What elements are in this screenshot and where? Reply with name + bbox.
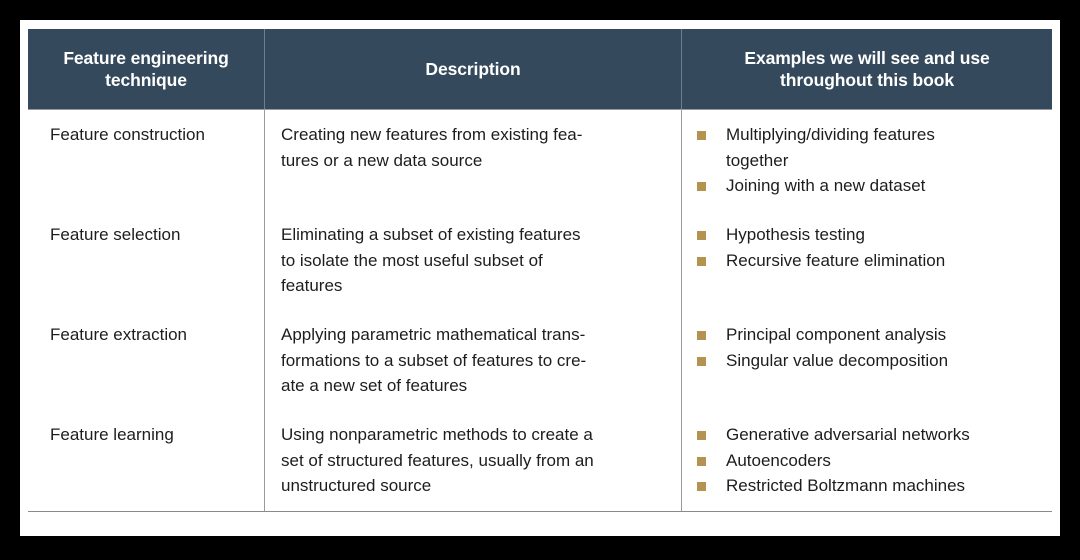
cell-technique: Feature selection bbox=[28, 210, 264, 310]
column-header-examples-line-2: throughout this book bbox=[780, 70, 954, 90]
column-header-description-line-1: Description bbox=[425, 59, 521, 79]
bullet-square-icon bbox=[697, 331, 706, 340]
list-item: Autoencoders bbox=[693, 448, 1044, 474]
table-card: Feature engineering technique Descriptio… bbox=[20, 20, 1060, 536]
cell-description: Applying parametric mathematical trans- … bbox=[264, 310, 681, 410]
cell-description: Creating new features from existing fea-… bbox=[264, 110, 681, 210]
example-text: Restricted Boltzmann machines bbox=[726, 476, 966, 495]
column-header-examples-line-1: Examples we will see and use bbox=[744, 48, 990, 68]
technique-label: Feature construction bbox=[50, 125, 205, 144]
example-text-wrap: together bbox=[726, 150, 789, 170]
examples-list: Hypothesis testing Recursive feature eli… bbox=[693, 222, 1044, 273]
cell-technique: Feature extraction bbox=[28, 310, 264, 410]
cell-examples: Generative adversarial networks Autoenco… bbox=[681, 410, 1052, 511]
cell-examples: Principal component analysis Singular va… bbox=[681, 310, 1052, 410]
cell-description: Using nonparametric methods to create a … bbox=[264, 410, 681, 511]
column-header-technique: Feature engineering technique bbox=[28, 29, 264, 109]
column-header-technique-line-2: technique bbox=[105, 70, 187, 90]
column-header-description: Description bbox=[264, 29, 681, 109]
description-line: tures or a new data source bbox=[281, 150, 483, 170]
column-divider-1 bbox=[264, 110, 265, 511]
description-line: features bbox=[281, 276, 343, 295]
technique-label: Feature selection bbox=[50, 225, 181, 244]
description-line: unstructured source bbox=[281, 476, 432, 495]
example-text: Generative adversarial networks bbox=[726, 425, 970, 444]
column-divider-2 bbox=[681, 110, 682, 511]
technique-label: Feature learning bbox=[50, 425, 174, 444]
table-row: Feature extraction Applying parametric m… bbox=[28, 310, 1052, 410]
list-item: Restricted Boltzmann machines bbox=[693, 473, 1044, 499]
bullet-square-icon bbox=[697, 131, 706, 140]
example-text: Joining with a new dataset bbox=[726, 176, 926, 195]
bullet-square-icon bbox=[697, 356, 706, 366]
description-line: Creating new features from existing fea- bbox=[281, 125, 583, 144]
cell-examples: Hypothesis testing Recursive feature eli… bbox=[681, 210, 1052, 310]
cell-examples: Multiplying/dividing features together J… bbox=[681, 110, 1052, 210]
example-text: Multiplying/dividing features bbox=[726, 125, 935, 144]
description-line: set of structured features, usually from… bbox=[281, 450, 594, 470]
description-line: Eliminating a subset of existing feature… bbox=[281, 225, 581, 244]
bullet-square-icon bbox=[697, 256, 706, 266]
description-line: formations to a subset of features to cr… bbox=[281, 350, 587, 370]
bullet-square-icon bbox=[697, 431, 706, 440]
table-row: Feature selection Eliminating a subset o… bbox=[28, 210, 1052, 310]
table-header-row: Feature engineering technique Descriptio… bbox=[28, 29, 1052, 110]
examples-list: Principal component analysis Singular va… bbox=[693, 322, 1044, 373]
bullet-square-icon bbox=[697, 482, 706, 491]
table-row: Feature learning Using nonparametric met… bbox=[28, 410, 1052, 511]
cell-description: Eliminating a subset of existing feature… bbox=[264, 210, 681, 310]
cell-technique: Feature learning bbox=[28, 410, 264, 511]
list-item: Multiplying/dividing features together bbox=[693, 122, 1044, 173]
list-item: Hypothesis testing bbox=[693, 222, 1044, 248]
examples-list: Multiplying/dividing features together J… bbox=[693, 122, 1044, 199]
bullet-square-icon bbox=[697, 182, 706, 191]
example-text: Hypothesis testing bbox=[726, 225, 865, 244]
description-line: ate a new set of features bbox=[281, 376, 468, 395]
bullet-square-icon bbox=[697, 231, 706, 240]
column-header-examples: Examples we will see and use throughout … bbox=[681, 29, 1052, 109]
table-body: Feature construction Creating new featur… bbox=[28, 110, 1052, 528]
list-item: Joining with a new dataset bbox=[693, 173, 1044, 199]
example-text: Singular value decomposition bbox=[726, 350, 949, 370]
description-line: Applying parametric mathematical trans- bbox=[281, 325, 586, 344]
feature-engineering-table: Feature engineering technique Descriptio… bbox=[28, 29, 1052, 529]
description-line: Using nonparametric methods to create a bbox=[281, 425, 593, 444]
example-text: Principal component analysis bbox=[726, 325, 947, 344]
example-text: Autoencoders bbox=[726, 450, 831, 470]
examples-list: Generative adversarial networks Autoenco… bbox=[693, 422, 1044, 499]
bullet-square-icon bbox=[697, 456, 706, 466]
description-line: to isolate the most useful subset of bbox=[281, 250, 543, 270]
technique-label: Feature extraction bbox=[50, 325, 188, 344]
list-item: Singular value decomposition bbox=[693, 348, 1044, 374]
example-text: Recursive feature elimination bbox=[726, 250, 946, 270]
cell-technique: Feature construction bbox=[28, 110, 264, 210]
list-item: Principal component analysis bbox=[693, 322, 1044, 348]
list-item: Generative adversarial networks bbox=[693, 422, 1044, 448]
column-header-technique-line-1: Feature engineering bbox=[63, 48, 229, 68]
table-bottom-rule bbox=[28, 511, 1052, 512]
list-item: Recursive feature elimination bbox=[693, 248, 1044, 274]
table-row: Feature construction Creating new featur… bbox=[28, 110, 1052, 210]
